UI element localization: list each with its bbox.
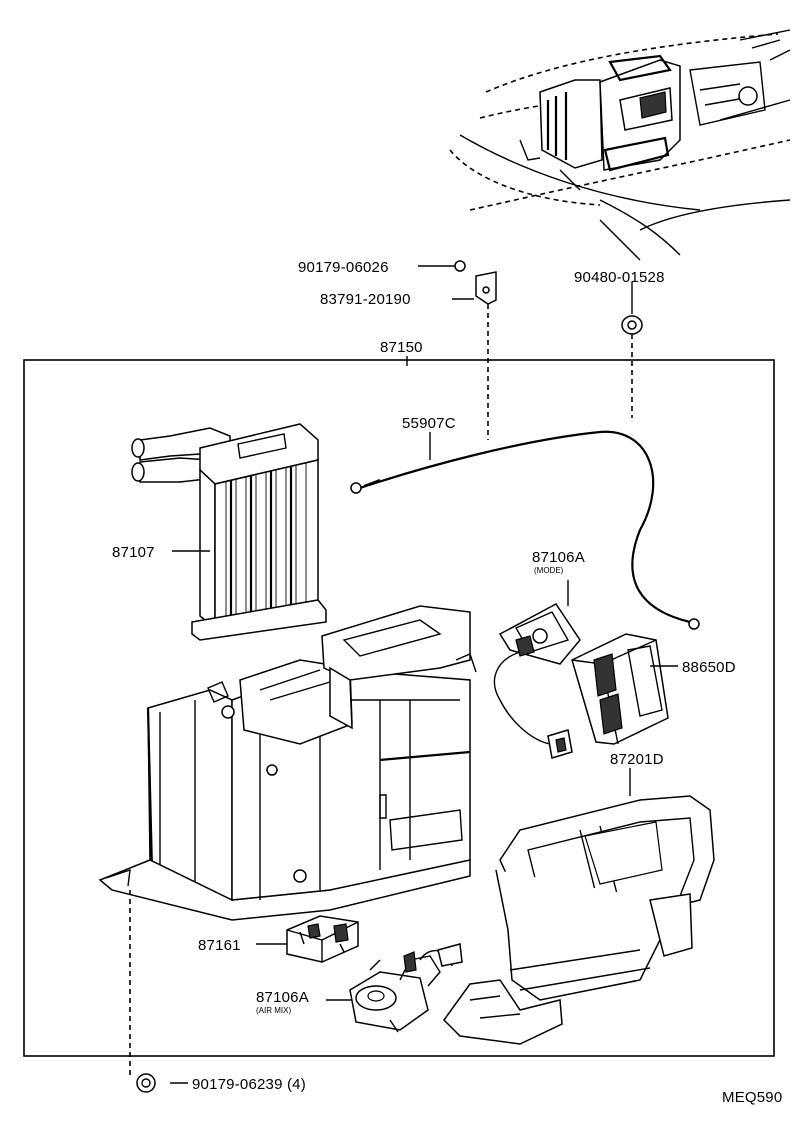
label-mode-note: (MODE) [534,566,564,575]
label-87150: 87150 [380,339,423,356]
diagram-code: MEQ590 [722,1089,782,1106]
control-cable-55907C [350,430,700,630]
label-90179-06026: 90179-06026 [298,259,389,276]
air-mix-actuator-87106A [349,943,463,1033]
heater-core-87107 [131,423,327,641]
nut-90179-06026 [454,260,466,272]
label-88650D: 88650D [682,659,736,676]
label-90179-06239: 90179-06239 (4) [192,1076,306,1093]
amplifier-88650D [571,633,669,745]
label-87106A-airmix: 87106A [256,989,309,1006]
label-87161: 87161 [198,937,241,954]
assembly-frame-87150 [23,359,775,1057]
duct-87201D [443,795,715,1045]
leader-lines [129,265,678,1084]
label-87201D: 87201D [610,751,664,768]
label-90480-01528: 90480-01528 [574,269,665,286]
label-87107: 87107 [112,544,155,561]
label-55907C: 55907C [402,415,456,432]
hardware-parts [136,260,643,1093]
vehicle-dashboard-inset [449,29,791,261]
label-83791-20190: 83791-20190 [320,291,411,308]
mode-actuator-87106A [493,603,581,759]
label-airmix-note: (AIR MIX) [256,1006,291,1015]
heater-case-housing [98,605,477,921]
label-87106A-mode: 87106A [532,549,585,566]
screw-90179-06239 [136,1073,156,1093]
part-labels: 90179-06026 83791-20190 90480-01528 8715… [112,259,782,1106]
resistor-87161 [286,915,359,963]
